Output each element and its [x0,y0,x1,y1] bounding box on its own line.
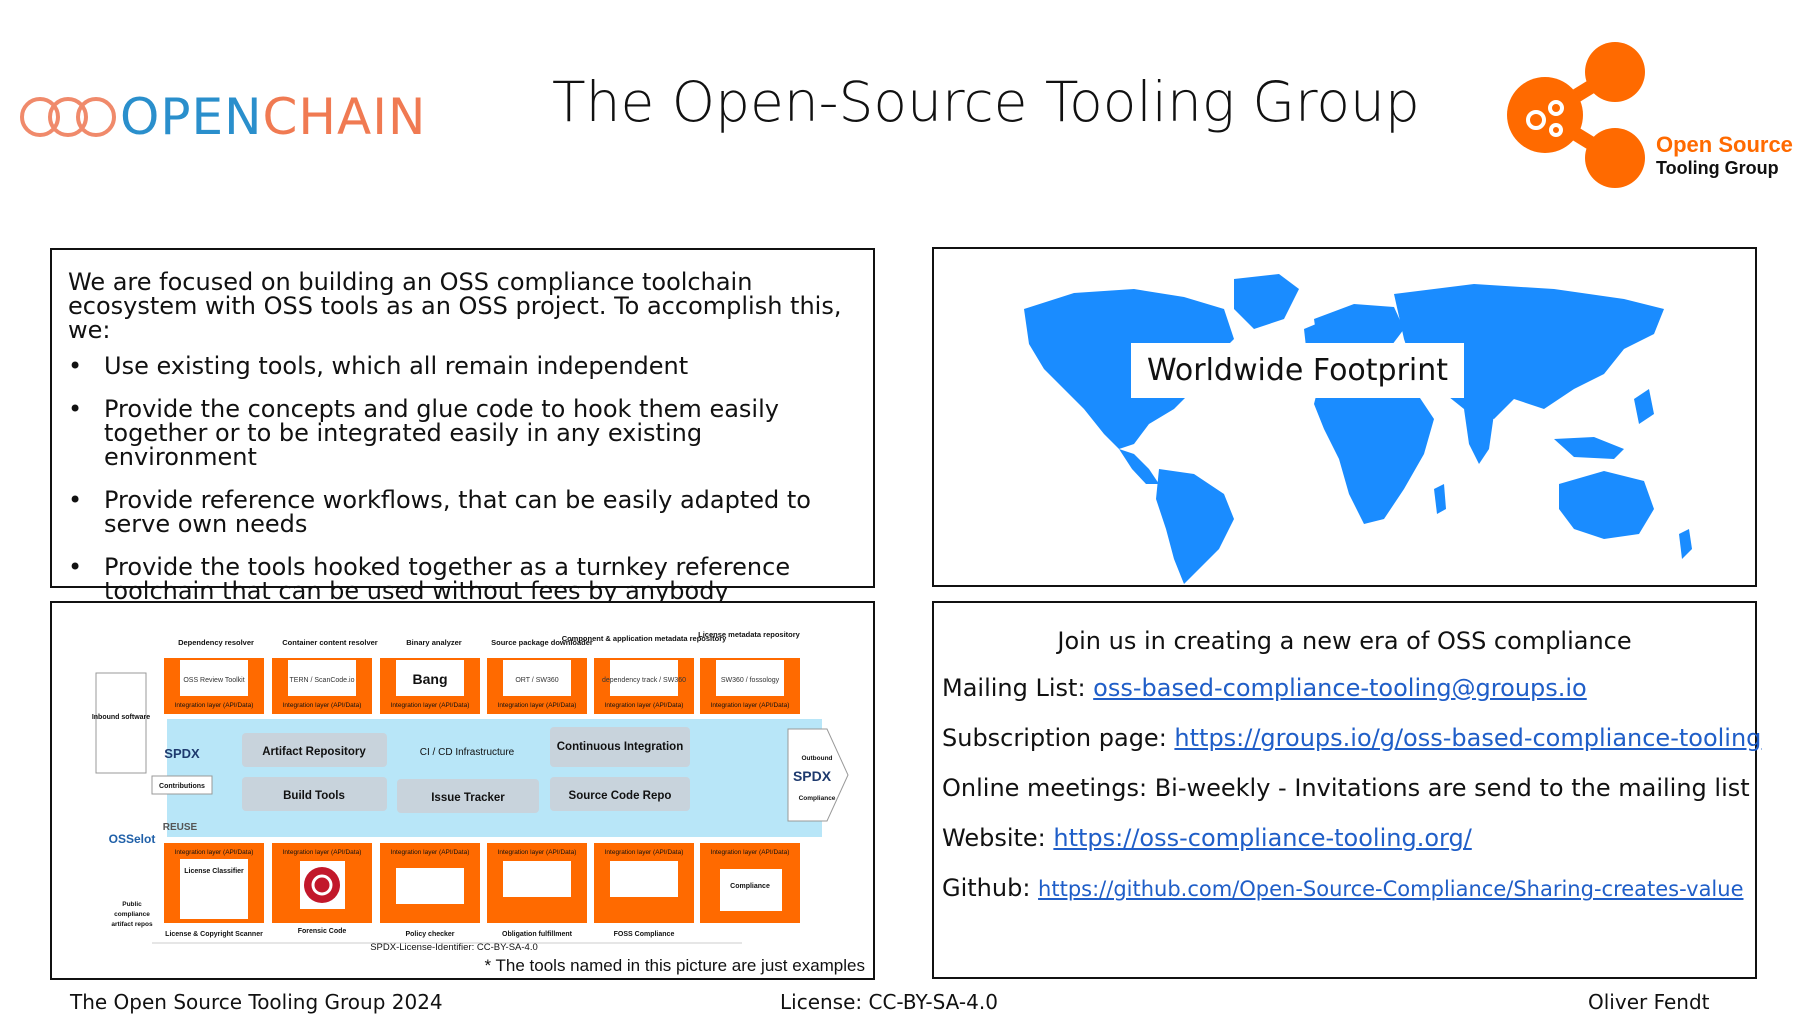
list-item: Use existing tools, which all remain ind… [68,354,857,378]
worldwide-footprint-label: Worldwide Footprint [1131,343,1465,398]
svg-text:Compliance: Compliance [799,795,836,802]
label-component-metadata-repo: Component & application metadata reposit… [562,634,727,643]
join-us-panel: Join us in creating a new era of OSS com… [932,601,1762,979]
mailing-list-row: Mailing List: oss-based-compliance-tooli… [942,674,1587,702]
mailing-list-link[interactable]: oss-based-compliance-tooling@groups.io [1093,674,1587,702]
svg-text:Obligation fulfillment: Obligation fulfillment [502,931,573,938]
box-continuous-integration: Continuous Integration [557,741,683,753]
svg-text:REUSE: REUSE [163,822,198,833]
svg-text:Integration layer (API/Data): Integration layer (API/Data) [283,849,362,856]
intro-panel: We are focused on building an OSS compli… [50,248,875,603]
svg-text:Forensic Code: Forensic Code [298,928,347,935]
svg-text:Integration layer (API/Data): Integration layer (API/Data) [711,702,790,709]
svg-text:compliance: compliance [114,911,150,918]
svg-text:Outbound: Outbound [801,755,832,762]
svg-text:FOSS Compliance: FOSS Compliance [614,931,675,938]
forensic-code-icon [304,867,340,903]
svg-text:Inbound software: Inbound software [92,714,150,721]
svg-text:Contributions: Contributions [159,783,205,790]
svg-text:OSSelot: OSSelot [109,832,156,846]
meetings-row: Online meetings: Bi-weekly - Invitations… [942,774,1750,802]
svg-text:Integration layer (API/Data): Integration layer (API/Data) [711,849,790,856]
website-link[interactable]: https://oss-compliance-tooling.org/ [1053,824,1472,852]
svg-text:Integration layer (API/Data): Integration layer (API/Data) [605,849,684,856]
svg-text:Public: Public [122,901,142,908]
github-row: Github: https://github.com/Open-Source-C… [942,874,1744,902]
tool-deptrack-sw360: dependency track / SW360 [602,677,686,684]
tools-disclaimer-note: * The tools named in this picture are ju… [484,956,866,975]
architecture-diagram-panel: Dependency resolver Container content re… [50,601,875,980]
svg-text:SPDX: SPDX [164,746,200,761]
box-issue-tracker: Issue Tracker [431,792,505,804]
openchain-rings-icon [20,87,120,147]
subscription-link[interactable]: https://groups.io/g/oss-based-compliance… [1174,724,1762,752]
intro-list: Use existing tools, which all remain ind… [68,354,857,603]
svg-text:Integration layer (API/Data): Integration layer (API/Data) [391,849,470,856]
github-link[interactable]: https://github.com/Open-Source-Complianc… [1038,877,1744,901]
gear-icon [1526,100,1564,137]
label-binary-analyzer: Binary analyzer [406,638,462,647]
tool-tern-scancode: TERN / ScanCode.io [290,677,355,684]
worldwide-footprint-panel: Worldwide Footprint [932,247,1757,587]
label-source-package-downloader: Source package downloader [491,638,593,647]
tool-ort-sw360: ORT / SW360 [515,677,558,684]
website-row: Website: https://oss-compliance-tooling.… [942,824,1472,852]
svg-text:Bang: Bang [413,671,448,687]
page-title: The Open-Source Tooling Group [552,70,1420,134]
box-build-tools: Build Tools [283,790,345,802]
intro-lead: We are focused on building an OSS compli… [68,268,842,344]
label-container-content-resolver: Container content resolver [282,638,378,647]
svg-text:artifact repos: artifact repos [111,921,153,928]
box-artifact-repository: Artifact Repository [262,746,366,758]
footer-left: The Open Source Tooling Group 2024 [70,990,443,1014]
svg-text:Integration layer (API/Data): Integration layer (API/Data) [605,702,684,709]
openchain-logo: OPENCHAIN [20,82,450,152]
inbound-software-box [95,672,147,774]
svg-text:Integration layer (API/Data): Integration layer (API/Data) [175,849,254,856]
list-item: Provide the concepts and glue code to ho… [68,397,857,469]
world-map [1024,274,1692,584]
svg-text:Integration layer (API/Data): Integration layer (API/Data) [283,702,362,709]
svg-text:License & Copyright Scanner: License & Copyright Scanner [165,931,263,938]
tool-ort: OSS Review Toolkit [183,677,244,684]
footer-author: Oliver Fendt [1588,990,1710,1014]
svg-text:Policy checker: Policy checker [405,931,454,938]
svg-text:Integration layer (API/Data): Integration layer (API/Data) [391,702,470,709]
footer-license: License: CC-BY-SA-4.0 [780,990,998,1014]
svg-text:Integration layer (API/Data): Integration layer (API/Data) [175,702,254,709]
svg-text:Compliance: Compliance [730,883,770,890]
subscription-row: Subscription page: https://groups.io/g/o… [942,724,1762,752]
box-cicd: CI / CD Infrastructure [420,747,515,758]
open-source-tooling-group-logo [1507,42,1645,188]
spdx-license-identifier: SPDX-License-Identifier: CC-BY-SA-4.0 [370,942,538,953]
svg-text:Integration layer (API/Data): Integration layer (API/Data) [498,702,577,709]
label-dependency-resolver: Dependency resolver [178,638,254,647]
svg-text:SPDX: SPDX [793,768,832,784]
tool-sw360-fossology: SW360 / fossology [721,677,780,684]
outbound-software-arrow [787,728,849,822]
svg-text:Integration layer (API/Data): Integration layer (API/Data) [498,849,577,856]
list-item: Provide the tools hooked together as a t… [68,555,857,603]
architecture-diagram: Dependency resolver Container content re… [92,630,849,953]
openchain-wordmark: OPENCHAIN [120,88,427,146]
osg-wordmark: Open Source Tooling Group [1656,132,1793,179]
list-item: Provide reference workflows, that can be… [68,488,857,536]
join-heading: Join us in creating a new era of OSS com… [1057,627,1632,655]
label-license-metadata-repo: License metadata repository [698,630,801,639]
svg-text:License Classifier: License Classifier [184,868,244,875]
box-source-code-repo: Source Code Repo [569,790,672,802]
